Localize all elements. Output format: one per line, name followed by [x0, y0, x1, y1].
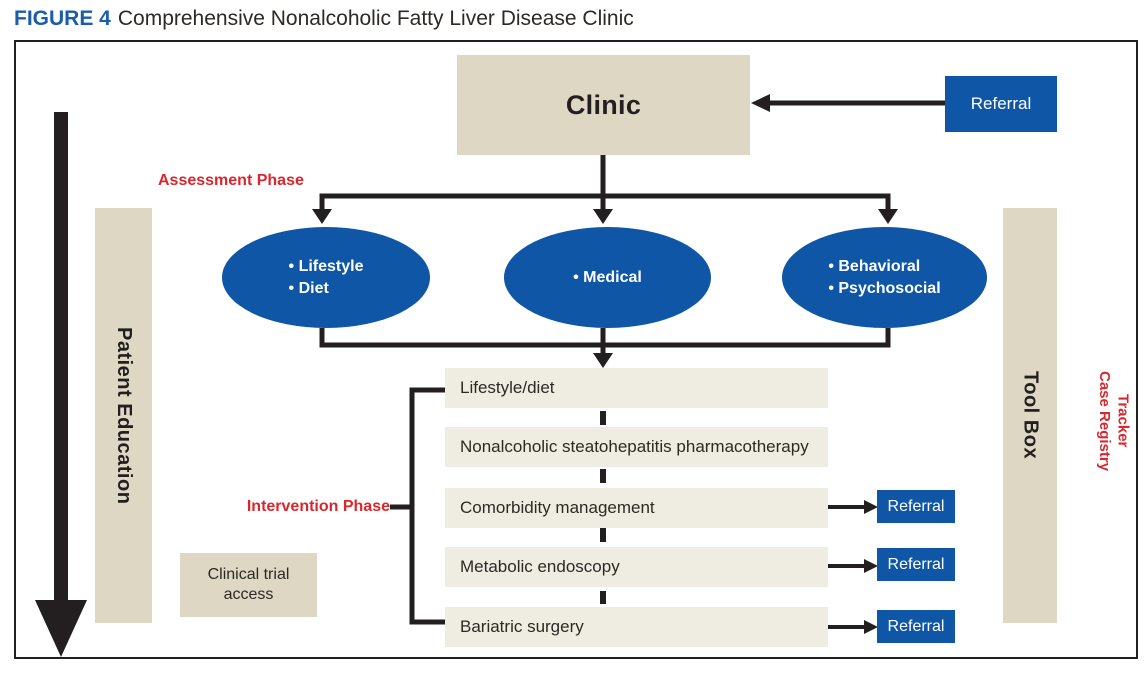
intervention-phase-label: Intervention Phase — [246, 498, 390, 515]
ellipse-item-psychosocial: • Psychosocial — [828, 279, 941, 297]
ellipse-item-diet: • Diet — [288, 279, 329, 297]
case-registry-line: Case Registry — [1095, 370, 1113, 472]
ellipse-item-behavioral: • Behavioral — [828, 257, 921, 275]
intervention-box-nash-pharmacotherapy: Nonalcoholic steatohepatitis pharmacothe… — [445, 427, 828, 467]
toolbox-panel: Tool Box — [1003, 208, 1057, 623]
arrow-comorbidity-referral-head — [864, 500, 878, 514]
assessment-phase-label: Assessment Phase — [158, 172, 304, 189]
assessment-ellipse-lifestyle-diet: • Lifestyle • Diet — [222, 227, 430, 328]
diagram-frame: Patient Education Tool Box Case Registry… — [14, 40, 1138, 659]
clinical-trial-access-box: Clinical trial access — [180, 553, 317, 617]
figure-title: Comprehensive Nonalcoholic Fatty Liver D… — [117, 7, 634, 30]
arrow-bariatric-referral-head — [864, 620, 878, 634]
figure-caption: FIGURE 4 Comprehensive Nonalcoholic Fatty… — [14, 6, 634, 32]
referral-label: Referral — [887, 555, 945, 573]
clinic-node: Clinic — [457, 55, 750, 155]
referral-node-endoscopy: Referral — [877, 548, 955, 581]
patient-education-panel: Patient Education — [95, 208, 152, 623]
ellipse-item-lifestyle: • Lifestyle — [288, 257, 364, 275]
arrow-endoscopy-referral-head — [864, 559, 878, 573]
assessment-ellipse-medical: • Medical — [504, 227, 711, 328]
referral-top-label: Referral — [970, 94, 1032, 113]
arrow-referral-to-clinic-head — [751, 94, 770, 112]
referral-label: Referral — [887, 617, 945, 635]
arrow-to-behavioral-ellipse-head — [878, 209, 898, 224]
clinic-label: Clinic — [565, 89, 642, 120]
intervention-box-lifestyle-diet: Lifestyle/diet — [445, 368, 828, 408]
arrow-to-lifestyle-ellipse-head — [312, 209, 332, 224]
clinical-trial-line1: Clinical trial — [207, 566, 290, 583]
assessment-ellipse-behavioral-psychosocial: • Behavioral • Psychosocial — [782, 227, 987, 328]
referral-node-comorbidity: Referral — [877, 490, 955, 523]
referral-label: Referral — [887, 497, 945, 515]
intervention-box-metabolic-endoscopy: Metabolic endoscopy — [445, 547, 828, 587]
intervention-box-comorbidity-management: Comorbidity management — [445, 488, 828, 528]
patient-education-label: Patient Education — [113, 326, 135, 505]
arrow-to-interventions-head — [593, 353, 613, 368]
toolbox-label: Tool Box — [1019, 371, 1042, 460]
referral-node-top: Referral — [945, 76, 1057, 132]
arrow-to-medical-ellipse-head — [593, 209, 613, 224]
intervention-box-bariatric-surgery: Bariatric surgery — [445, 607, 828, 647]
tracker-line: Tracker — [1114, 394, 1132, 448]
clinical-trial-line2: access — [223, 586, 274, 603]
case-registry-tracker-label: Case Registry Tracker — [1094, 341, 1134, 501]
patient-flow-arrow-head — [35, 600, 87, 657]
ellipse-item-medical: • Medical — [573, 268, 642, 286]
referral-node-bariatric: Referral — [877, 610, 955, 643]
figure-label: FIGURE 4 — [14, 7, 111, 30]
